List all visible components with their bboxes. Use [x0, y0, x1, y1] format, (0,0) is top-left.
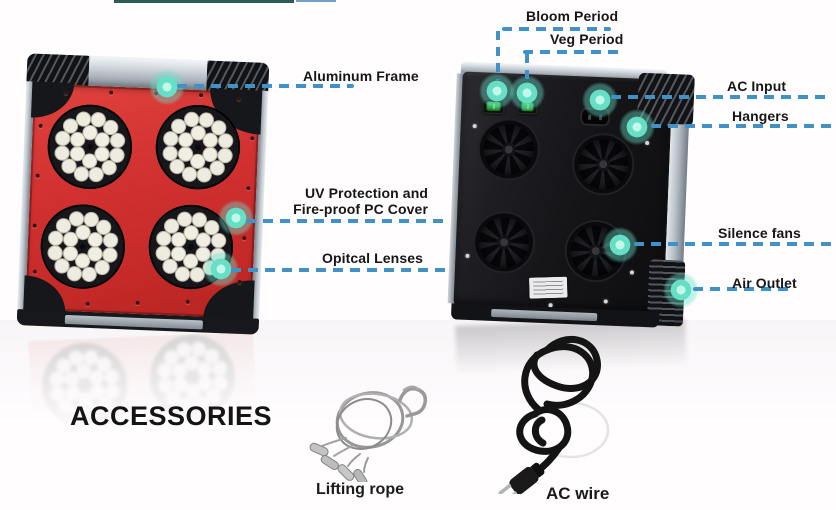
screw — [135, 300, 140, 305]
leader-line-bloom-period-drop — [496, 31, 500, 80]
screw — [250, 136, 255, 141]
cooling-fan — [565, 220, 626, 282]
label-optical-lenses: Opitcal Lenses — [322, 250, 423, 266]
leader-line-silence-fans — [634, 242, 833, 246]
led-pod-reflection — [148, 332, 237, 421]
led-pod — [146, 202, 235, 291]
screw — [198, 93, 204, 98]
hanger-corner-vent — [636, 72, 695, 127]
label-aluminum-frame: Aluminum Frame — [303, 68, 419, 84]
led-pod-reflection — [40, 341, 129, 430]
leader-line-uv-cover — [246, 219, 448, 223]
front-bottom-handle-strip — [64, 314, 203, 330]
back-bottom-handle-strip — [491, 308, 598, 322]
screw — [32, 223, 37, 228]
ac-wire-drawing — [498, 336, 610, 503]
screw — [38, 123, 43, 128]
switch-rocker — [521, 101, 534, 112]
veg-period-switch — [517, 98, 538, 115]
leader-line-veg-period — [523, 50, 619, 54]
screw — [472, 124, 477, 129]
rating-label-sticker — [528, 276, 568, 299]
screw — [108, 90, 114, 95]
screw — [35, 173, 40, 178]
led-pod — [38, 202, 127, 291]
front-panel-reflection — [27, 331, 259, 453]
leader-line-ac-input — [611, 95, 831, 99]
label-uv-protection: UV Protection and Fire-proof PC Cover — [277, 185, 428, 217]
label-air-outlet: Air Outlet — [732, 275, 797, 291]
front-panel-photo — [16, 53, 270, 335]
label-lifting-rope: Lifting rope — [316, 481, 404, 498]
red-pc-cover — [23, 81, 263, 321]
leader-line-optical-lenses — [231, 268, 447, 272]
leader-line-aluminum-frame — [177, 84, 354, 88]
switch-rocker — [486, 101, 501, 112]
label-uv-protection-line1: UV Protection and — [304, 185, 428, 201]
accessories-title: ACCESSORIES — [70, 401, 273, 431]
led-pod — [45, 102, 134, 191]
lifting-rope-drawing — [309, 385, 428, 487]
leader-line-hangers — [651, 124, 833, 128]
screw — [246, 186, 251, 191]
lifting-rope-image — [306, 370, 438, 487]
label-veg-period: Veg Period — [550, 31, 624, 47]
cooling-fan — [473, 212, 535, 273]
ac-wire-image — [487, 322, 622, 503]
label-ac-input: AC Input — [727, 78, 787, 94]
screw — [629, 270, 635, 275]
label-hangers: Hangers — [732, 108, 789, 124]
cooling-fan — [573, 134, 634, 195]
screw — [85, 301, 90, 306]
back-panel-photo — [447, 61, 695, 328]
label-bloom-period: Bloom Period — [526, 8, 619, 24]
screw — [32, 269, 37, 274]
label-silence-fans: Silence fans — [718, 225, 801, 241]
cropped-banner-strip-blue — [296, 0, 336, 2]
screw — [603, 299, 608, 304]
leader-line-bloom-period — [502, 27, 611, 31]
cooling-fan — [478, 119, 539, 180]
cropped-banner-strip — [114, 0, 294, 3]
led-pod — [153, 102, 242, 191]
label-ac-wire: AC wire — [546, 484, 610, 503]
screw — [465, 253, 470, 258]
leader-line-air-outlet — [693, 287, 794, 291]
leader-line-veg-period-drop — [525, 54, 529, 83]
screw — [645, 140, 650, 146]
ac-input-socket — [579, 107, 611, 127]
screw — [242, 236, 247, 241]
bloom-period-switch — [482, 98, 505, 115]
label-uv-protection-line2: Fire-proof PC Cover — [293, 201, 428, 217]
screw — [185, 299, 190, 304]
screw — [153, 91, 159, 96]
